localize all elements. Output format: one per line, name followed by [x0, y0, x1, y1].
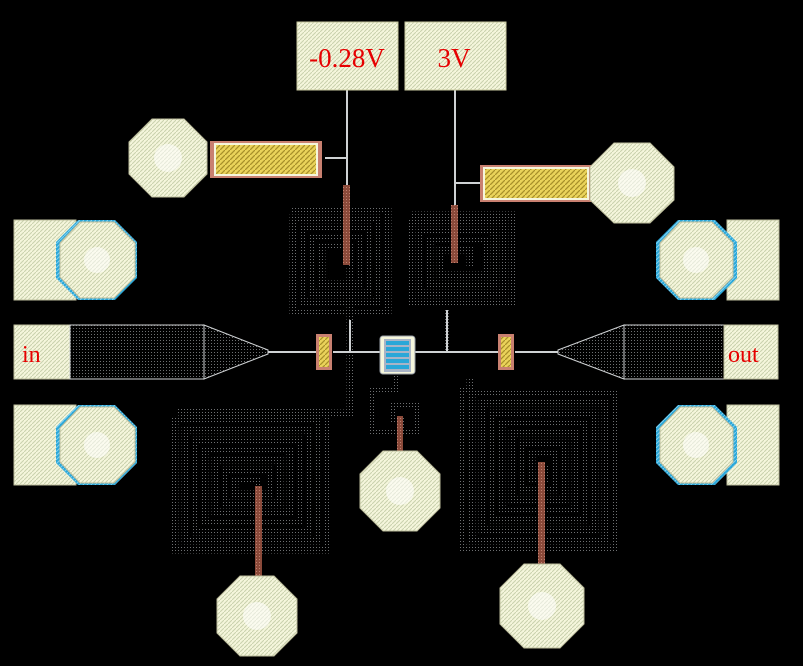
output-port-pad: out	[557, 324, 779, 380]
gsg-output-top-ground	[656, 219, 780, 301]
gate-resistor	[210, 141, 322, 178]
inductor-source	[369, 375, 420, 436]
drain-bias-label-box: 3V	[404, 21, 507, 91]
inductor-input-match	[171, 408, 331, 554]
drain-resistor	[480, 165, 592, 202]
pad-gate-bias	[128, 118, 208, 198]
pad-drain-bias	[589, 142, 675, 224]
pad-input-inductor-ground	[216, 575, 298, 657]
input-port-pad: in	[13, 324, 269, 380]
gate-bias-label-box: -0.28V	[296, 21, 399, 91]
air-bridge-strips	[255, 185, 545, 576]
output-port-label: out	[728, 342, 759, 368]
gate-bias-label: -0.28V	[309, 43, 385, 73]
input-port-label: in	[22, 342, 41, 368]
gsg-input-top-ground	[13, 219, 137, 301]
inductor-gate-bias	[180, 206, 392, 417]
output-dc-block-capacitor	[498, 334, 514, 370]
transistor-hemt	[379, 335, 416, 375]
input-dc-block-capacitor	[316, 334, 332, 370]
gsg-input-bottom-ground	[13, 404, 137, 486]
inductor-drain-bias	[408, 211, 516, 352]
pad-output-inductor-ground	[499, 563, 585, 649]
pad-source-ground	[359, 450, 441, 532]
drain-bias-label: 3V	[438, 43, 472, 73]
gsg-output-bottom-ground	[656, 404, 780, 486]
